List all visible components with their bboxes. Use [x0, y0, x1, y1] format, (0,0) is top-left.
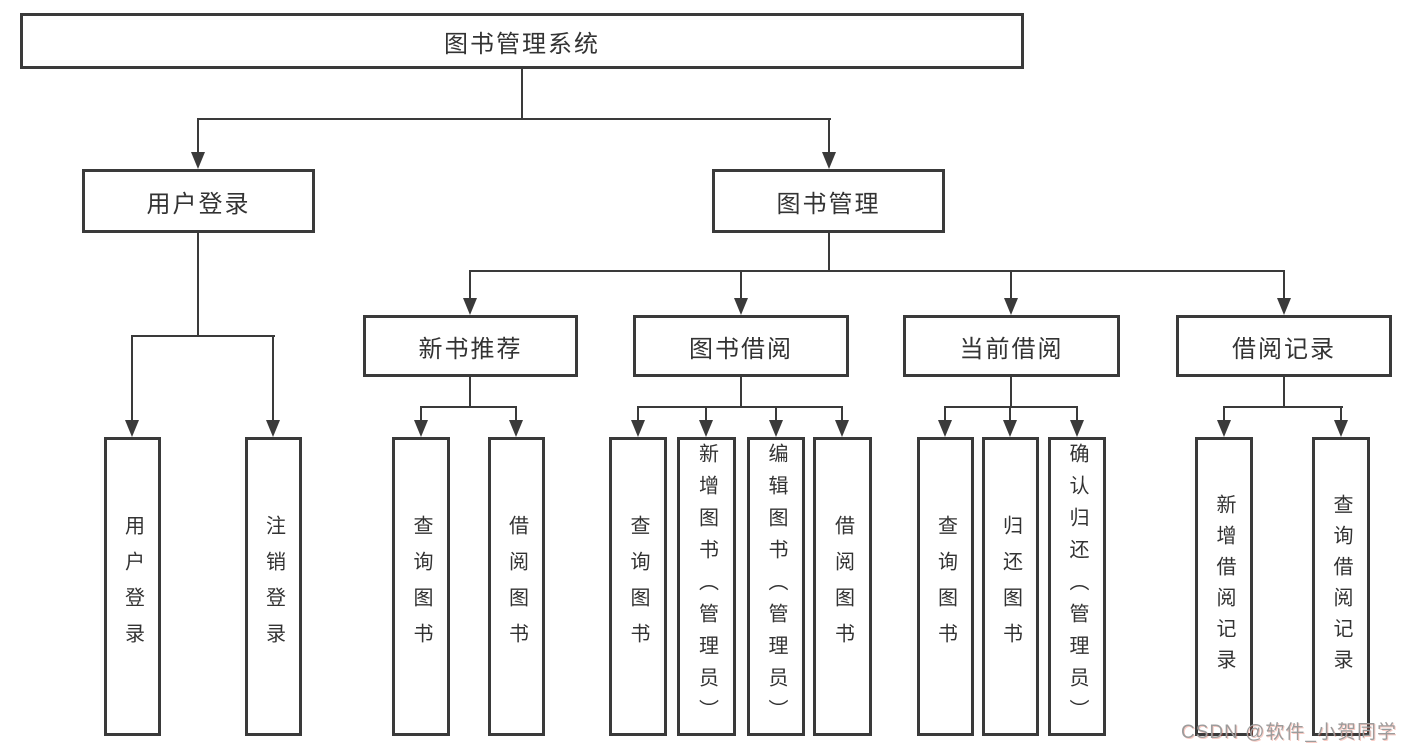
connector-line: [705, 406, 707, 422]
connector-arrow: [734, 298, 748, 315]
node-label: 编辑图书（管理员）: [765, 442, 787, 731]
node-leaf-return-books: 归还图书: [982, 437, 1039, 736]
node-leaf-search-borrow-record: 查询借阅记录: [1312, 437, 1370, 736]
node-label: 图书管理系统: [444, 30, 600, 58]
node-leaf-add-borrow-record: 新增借阅记录: [1195, 437, 1253, 736]
connector-line: [775, 406, 777, 422]
node-label: 新书推荐: [418, 335, 523, 363]
connector-line: [1010, 377, 1012, 408]
node-label: 确认归还（管理员）: [1066, 442, 1088, 731]
connector-arrow: [1217, 420, 1231, 437]
connector-line: [1223, 406, 1343, 408]
node-label: 借阅图书: [505, 514, 528, 659]
connector-arrow: [1277, 298, 1291, 315]
node-label: 图书管理: [776, 190, 881, 218]
connector-arrow: [509, 420, 523, 437]
connector-line: [521, 69, 523, 120]
node-label: 注销登录: [262, 514, 285, 659]
node-label: 借阅图书: [831, 514, 854, 659]
connector-arrow: [631, 420, 645, 437]
node-label: 查询图书: [627, 514, 649, 659]
connector-line: [420, 406, 422, 422]
node-new-book-recommend: 新书推荐: [363, 315, 578, 377]
node-label: 查询借阅记录: [1330, 493, 1352, 680]
csdn-watermark: CSDN @软件_小贺同学: [1181, 722, 1397, 743]
connector-arrow: [1004, 298, 1018, 315]
connector-line: [1340, 406, 1342, 422]
node-leaf-edit-books-admin: 编辑图书（管理员）: [747, 437, 805, 736]
node-leaf-search-books-borrowing: 查询图书: [609, 437, 667, 736]
node-label: 归还图书: [999, 514, 1022, 659]
connector-line: [1009, 406, 1011, 422]
connector-line: [828, 233, 830, 272]
connector-arrow: [769, 420, 783, 437]
connector-arrow: [191, 152, 205, 169]
connector-line: [740, 377, 742, 408]
connector-line: [469, 270, 471, 300]
connector-line: [272, 335, 274, 421]
node-label: 查询图书: [410, 514, 432, 659]
node-leaf-user-login: 用户登录: [104, 437, 161, 736]
connector-line: [1283, 270, 1285, 300]
connector-arrow: [414, 420, 428, 437]
connector-arrow: [1334, 420, 1348, 437]
connector-line: [420, 406, 517, 408]
connector-line: [740, 270, 742, 300]
connector-line: [131, 335, 133, 421]
node-root-library-system: 图书管理系统: [20, 13, 1024, 69]
node-leaf-borrow-books: 借阅图书: [813, 437, 872, 736]
connector-arrow: [822, 152, 836, 169]
node-user-login-module: 用户登录: [82, 169, 315, 233]
node-label: 当前借阅: [959, 335, 1064, 363]
connector-line: [637, 406, 843, 408]
connector-arrow: [266, 420, 280, 437]
connector-arrow: [463, 298, 477, 315]
node-leaf-logout: 注销登录: [245, 437, 302, 736]
connector-line: [1283, 377, 1285, 408]
node-leaf-borrow-books-recommend: 借阅图书: [488, 437, 545, 736]
connector-line: [515, 406, 517, 422]
node-label: 图书借阅: [689, 335, 793, 363]
node-label: 用户登录: [121, 514, 144, 659]
node-label: 借阅记录: [1232, 335, 1336, 363]
connector-arrow: [125, 420, 139, 437]
connector-arrow: [699, 420, 713, 437]
node-leaf-search-books-current: 查询图书: [917, 437, 974, 736]
connector-line: [944, 406, 1078, 408]
node-label: 新增图书（管理员）: [695, 442, 718, 731]
node-leaf-confirm-return-admin: 确认归还（管理员）: [1048, 437, 1106, 736]
connector-line: [1223, 406, 1225, 422]
node-label: 用户登录: [146, 190, 251, 218]
node-label: 查询图书: [934, 514, 957, 659]
connector-line: [828, 118, 830, 153]
connector-line: [198, 118, 831, 120]
connector-arrow: [835, 420, 849, 437]
connector-line: [1010, 270, 1012, 300]
connector-line: [841, 406, 843, 422]
node-borrowing-records: 借阅记录: [1176, 315, 1392, 377]
connector-line: [944, 406, 946, 422]
connector-line: [197, 233, 199, 337]
connector-line: [469, 377, 471, 408]
connector-arrow: [1070, 420, 1084, 437]
node-leaf-add-books-admin: 新增图书（管理员）: [677, 437, 736, 736]
node-leaf-search-books-recommend: 查询图书: [392, 437, 450, 736]
connector-line: [1076, 406, 1078, 422]
connector-line: [469, 270, 1285, 272]
node-label: 新增借阅记录: [1213, 493, 1235, 680]
connector-line: [197, 118, 199, 153]
connector-arrow: [938, 420, 952, 437]
connector-line: [131, 335, 275, 337]
connector-line: [637, 406, 639, 422]
node-book-management-module: 图书管理: [712, 169, 945, 233]
connector-arrow: [1003, 420, 1017, 437]
node-book-borrowing: 图书借阅: [633, 315, 849, 377]
node-current-borrowing: 当前借阅: [903, 315, 1120, 377]
